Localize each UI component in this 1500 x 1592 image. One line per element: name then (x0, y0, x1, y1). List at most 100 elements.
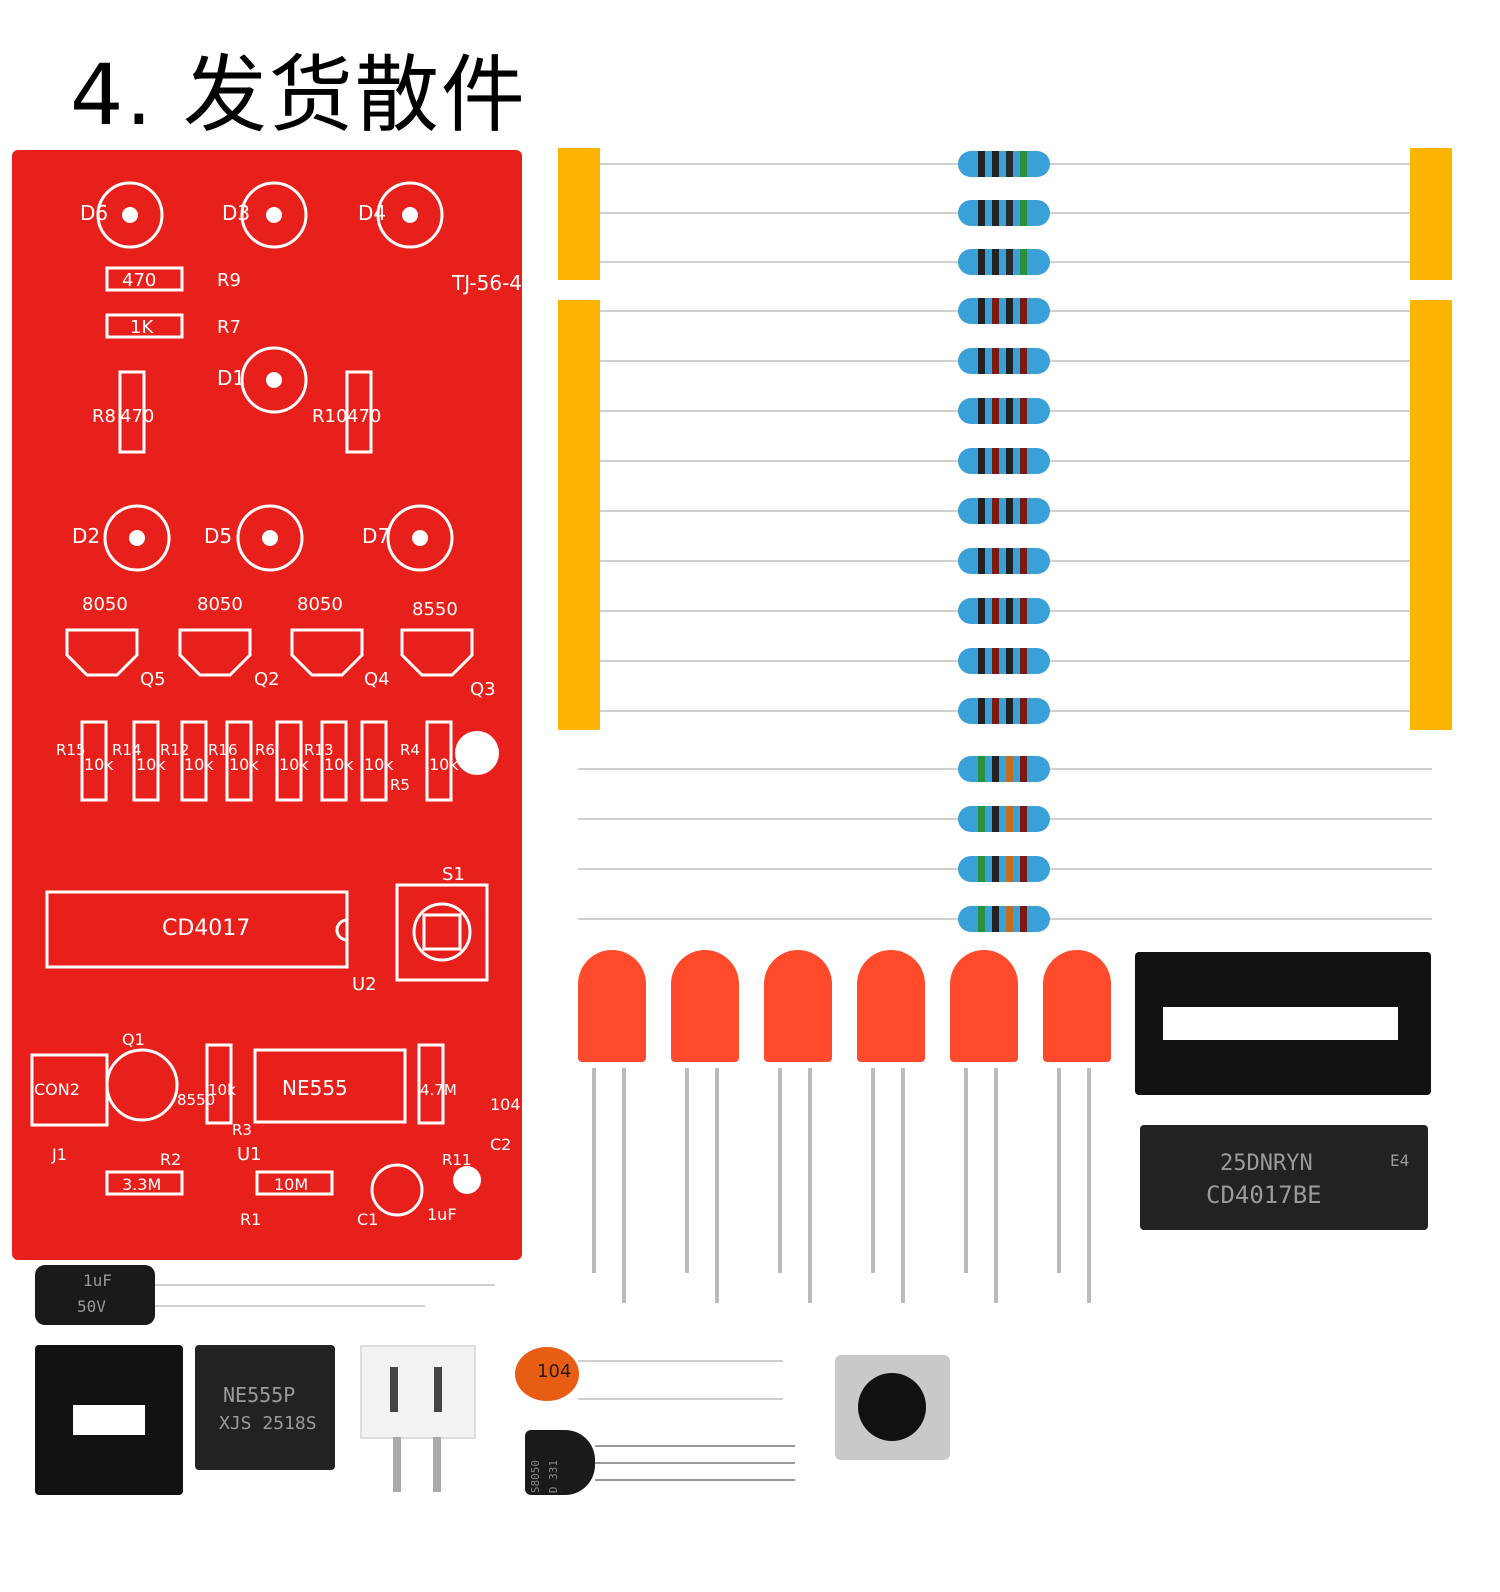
capacitor-lead (155, 1284, 495, 1286)
pcb-text-q2: Q2 (254, 669, 280, 690)
pcb-text-r16: R16 (208, 741, 238, 759)
page-title: 4. 发货散件 (70, 46, 527, 144)
switch-button (858, 1373, 926, 1441)
red-led (671, 950, 739, 1068)
pcb-text-r13: R13 (304, 741, 334, 759)
led-lens (764, 950, 832, 1062)
pcb-text-r5: R5 (390, 776, 410, 794)
ne555-chip-line1: NE555P (223, 1383, 296, 1407)
resistor-tape-left-main (558, 300, 600, 730)
cd4017-chip: 25DNRYN E4 CD4017BE (1140, 1125, 1428, 1230)
resistor (958, 200, 1050, 226)
pcb-text-r9-value: 470 (122, 270, 156, 291)
pcb-text-d6: D6 (80, 201, 108, 225)
socket-window (73, 1405, 145, 1435)
red-led (1043, 950, 1111, 1068)
capacitor-label-2: 50V (77, 1297, 106, 1316)
pcb-text-r1-value: 10M (274, 1175, 308, 1194)
led-lead (622, 1068, 626, 1303)
pcb-text-r8: R8 (92, 406, 116, 427)
pcb-text-q3-type: 8550 (412, 599, 458, 620)
pcb-board: D6 D3 D4 D1 D2 D5 D7 TJ-56-40 470 R9 1K … (12, 150, 522, 1260)
transistor-lead (595, 1462, 795, 1464)
ic-socket-8-pin (35, 1345, 183, 1495)
led-lead (1087, 1068, 1091, 1303)
resistor-tape-left-top (558, 148, 600, 280)
pcb-text-r14-value: 10k (136, 755, 166, 774)
pcb-text-r15-value: 10k (84, 755, 114, 774)
pcb-board-label: TJ-56-40 (451, 271, 522, 295)
electrolytic-capacitor: 1uF 50V (35, 1265, 155, 1325)
pcb-text-u2: U2 (352, 974, 377, 995)
pcb-text-r2: R2 (160, 1150, 181, 1169)
resistor (958, 249, 1050, 275)
red-led (764, 950, 832, 1068)
resistor (958, 598, 1050, 624)
pcb-text-r14: R14 (112, 741, 142, 759)
led-lead (592, 1068, 596, 1273)
pcb-text-s1: S1 (442, 864, 465, 885)
ne555-chip: NE555P XJS 2518S (195, 1345, 335, 1470)
pcb-text-d4: D4 (358, 201, 386, 225)
connector-pin (434, 1367, 442, 1412)
resistor (958, 498, 1050, 524)
pcb-text-r11: R11 (442, 1151, 472, 1169)
led-lead (1057, 1068, 1061, 1273)
led-lens (1043, 950, 1111, 1062)
transistor-lead (595, 1445, 795, 1447)
pcb-text-q5-type: 8050 (82, 594, 128, 615)
ne555-chip-line2: XJS 2518S (219, 1413, 317, 1434)
pcb-text-r12-value: 10k (184, 755, 214, 774)
pcb-text-d7: D7 (362, 524, 390, 548)
transistor-lead (595, 1479, 795, 1481)
pcb-text-r15: R15 (56, 741, 86, 759)
led-lens (857, 950, 925, 1062)
cd4017-chip-line2: CD4017BE (1206, 1181, 1322, 1209)
resistor-tape-right-top (1410, 148, 1452, 280)
resistor (958, 806, 1050, 832)
pcb-text-d5: D5 (204, 524, 232, 548)
cd4017-chip-code: E4 (1390, 1151, 1410, 1170)
resistor (958, 756, 1050, 782)
pcb-text-r4: R4 (400, 741, 420, 759)
led-lead (715, 1068, 719, 1303)
pcb-text-c2: C2 (490, 1135, 511, 1154)
pcb-text-q5: Q5 (140, 669, 166, 690)
pcb-text-q2-type: 8050 (197, 594, 243, 615)
pcb-text-r4-value: 10k (429, 755, 459, 774)
pcb-text-r1: R1 (240, 1210, 261, 1229)
pcb-text-r13-value: 10k (324, 755, 354, 774)
cd4017-chip-line1: 25DNRYN (1220, 1151, 1313, 1176)
transistor-to92: S8050 D 331 (525, 1430, 595, 1495)
pcb-text-r12: R12 (160, 741, 190, 759)
connector-pin (393, 1437, 401, 1492)
led-footprint (96, 181, 164, 249)
red-led (578, 950, 646, 1068)
pcb-text-r10-value: 470 (347, 406, 381, 427)
transistor-label-1: S8050 (529, 1460, 542, 1494)
pcb-text-r10: R10 (312, 406, 347, 427)
led-lead (994, 1068, 998, 1303)
led-lead (778, 1068, 782, 1273)
ceramic-capacitor-label: 104 (537, 1361, 572, 1382)
led-lead (871, 1068, 875, 1273)
led-lead (685, 1068, 689, 1273)
red-led (857, 950, 925, 1068)
pcb-text-q3: Q3 (470, 679, 496, 700)
led-footprint (240, 346, 308, 414)
led-lead (901, 1068, 905, 1303)
ceramic-lead (578, 1360, 783, 1362)
resistor (958, 398, 1050, 424)
pcb-silkscreen: D6 D3 D4 D1 D2 D5 D7 TJ-56-40 470 R9 1K … (30, 181, 522, 1229)
pcb-text-r11-value: 4.7M (420, 1081, 457, 1099)
resistor (958, 906, 1050, 932)
led-lead (964, 1068, 968, 1273)
led-footprint (376, 181, 444, 249)
pcb-text-d1: D1 (217, 366, 245, 390)
resistor (958, 448, 1050, 474)
pcb-text-r7-value: 1K (130, 317, 154, 338)
resistor (958, 856, 1050, 882)
connector-pin (390, 1367, 398, 1412)
resistor (958, 648, 1050, 674)
pcb-text-c2-value: 104 (490, 1095, 521, 1114)
